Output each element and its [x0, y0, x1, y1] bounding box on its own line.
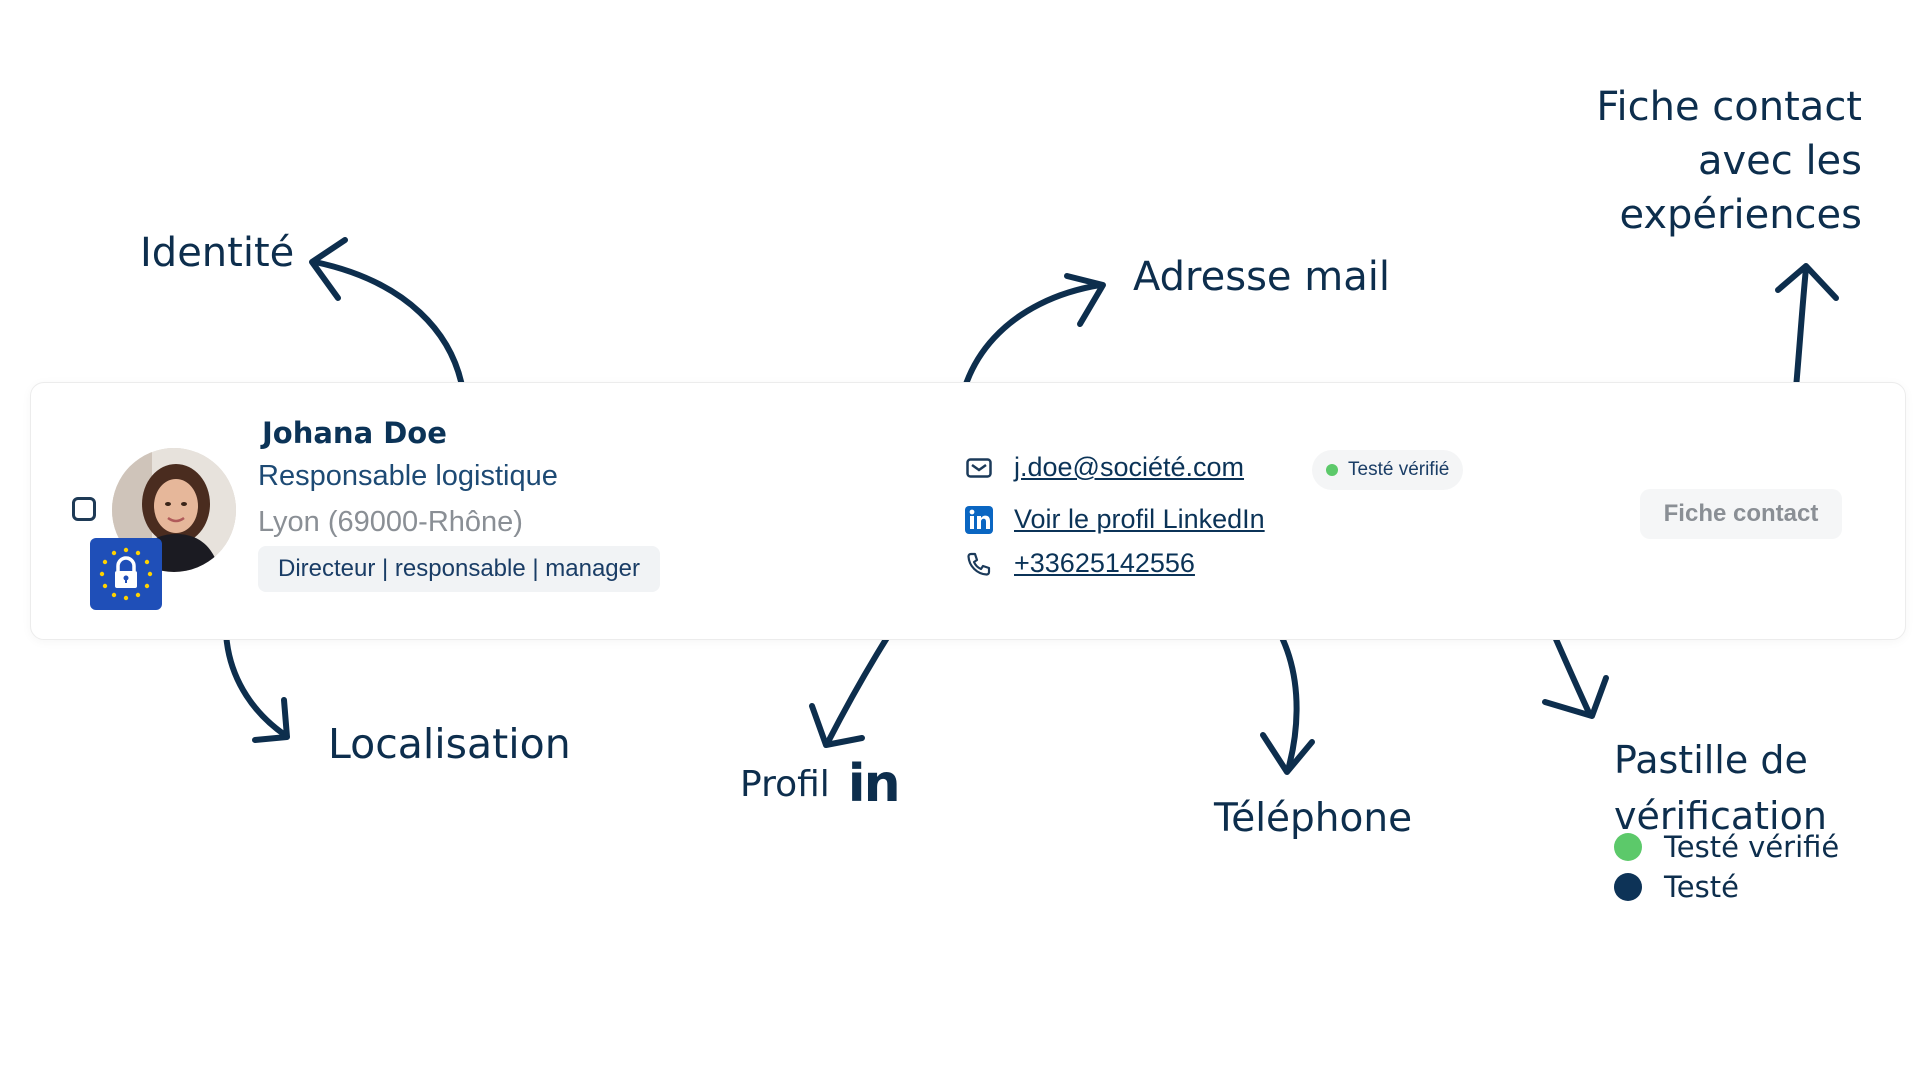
- arrow-identite: [312, 259, 468, 411]
- eu-lock-icon: [90, 538, 162, 610]
- annotation-profil: Profil in: [740, 754, 901, 814]
- annotation-fiche-contact: Fiche contact avec les expériences: [1542, 80, 1862, 242]
- email-row: j.doe@société.com: [964, 452, 1244, 483]
- legend-label: Testé vérifié: [1664, 830, 1840, 864]
- verification-label: Testé vérifié: [1348, 459, 1450, 480]
- arrow-fiche-head: [1775, 263, 1839, 301]
- arrow-pastille-head: [1542, 675, 1609, 719]
- navy-dot-icon: [1614, 873, 1642, 901]
- select-checkbox[interactable]: [72, 497, 96, 521]
- annotation-fiche-line-1: Fiche contact: [1596, 84, 1862, 130]
- contact-name: Johana Doe: [262, 416, 447, 450]
- contact-role: Responsable logistique: [258, 460, 558, 492]
- annotation-fiche-line-3: expériences: [1619, 192, 1862, 238]
- arrow-profil-head: [809, 703, 865, 748]
- phone-link[interactable]: +33625142556: [1014, 548, 1195, 578]
- contact-seniority-tag: Directeur | responsable | manager: [258, 546, 660, 592]
- phone-row: +33625142556: [964, 548, 1195, 579]
- verification-badge: Testé vérifié: [1312, 450, 1464, 490]
- annotation-telephone: Téléphone: [1214, 796, 1413, 841]
- legend-label: Testé: [1664, 870, 1739, 904]
- legend-item-tested: Testé: [1614, 870, 1739, 904]
- green-dot-icon: [1326, 464, 1338, 476]
- annotation-fiche-line-2: avec les: [1697, 138, 1862, 184]
- annotation-pastille-line-2: vérification: [1614, 794, 1827, 838]
- linkedin-link[interactable]: Voir le profil LinkedIn: [1014, 504, 1265, 534]
- email-link[interactable]: j.doe@société.com: [1014, 452, 1245, 482]
- linkedin-logo-icon: in: [847, 754, 901, 814]
- linkedin-row: Voir le profil LinkedIn: [964, 504, 1265, 535]
- linkedin-icon: [964, 505, 994, 535]
- contact-location: Lyon (69000-Rhône): [258, 506, 523, 538]
- mail-icon: [964, 453, 994, 483]
- annotation-identite: Identité: [140, 230, 295, 276]
- annotation-pastille-line-1: Pastille de: [1614, 738, 1808, 782]
- annotation-profil-label: Profil: [740, 763, 830, 805]
- annotation-adresse-mail: Adresse mail: [1133, 254, 1390, 300]
- arrow-localisation-head: [252, 697, 290, 743]
- arrow-telephone-head: [1260, 732, 1315, 775]
- fiche-contact-button[interactable]: Fiche contact: [1640, 489, 1842, 539]
- green-dot-icon: [1614, 833, 1642, 861]
- legend-item-verified: Testé vérifié: [1614, 830, 1839, 864]
- arrow-adresse-head: [1064, 273, 1106, 327]
- phone-icon: [964, 549, 994, 579]
- annotation-pastille: Pastille de vérification: [1614, 732, 1827, 844]
- arrow-identite-head: [309, 237, 348, 301]
- annotation-localisation: Localisation: [328, 720, 571, 768]
